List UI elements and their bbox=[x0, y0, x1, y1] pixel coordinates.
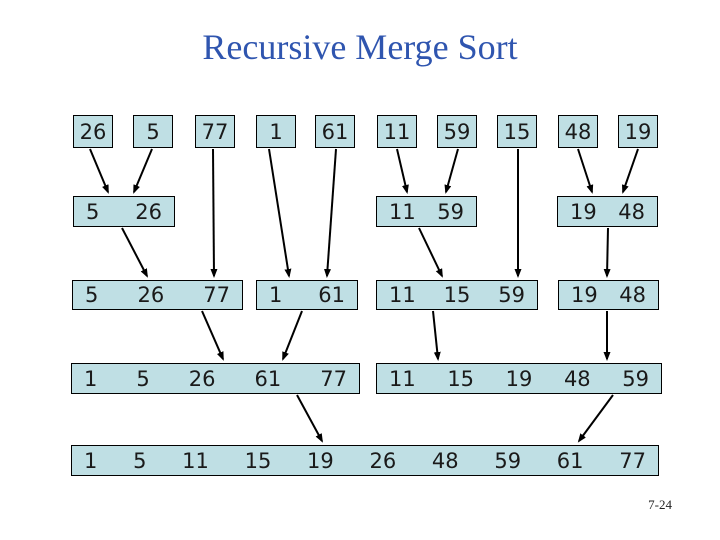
box-value: 26 bbox=[369, 448, 397, 473]
merge-arrow bbox=[622, 148, 639, 194]
merge-arrow bbox=[296, 394, 323, 443]
value-box: 1 bbox=[256, 115, 296, 148]
merge-arrow bbox=[268, 148, 292, 278]
box-value: 26 bbox=[135, 199, 162, 224]
merged-box: 11 59 bbox=[376, 196, 477, 227]
box-value: 59 bbox=[443, 119, 471, 144]
box-value: 1 bbox=[84, 448, 98, 473]
box-value: 15 bbox=[503, 119, 531, 144]
box-value: 48 bbox=[431, 448, 459, 473]
box-value: 1 bbox=[269, 283, 283, 307]
box-value: 26 bbox=[79, 119, 107, 144]
box-value: 48 bbox=[563, 366, 591, 391]
value-box: 59 bbox=[437, 115, 477, 148]
box-value: 15 bbox=[443, 283, 471, 307]
box-value: 59 bbox=[494, 448, 522, 473]
merge-arrow bbox=[89, 148, 109, 194]
merged-box: 5 26 77 bbox=[72, 280, 243, 310]
merged-box: 11 15 59 bbox=[376, 280, 538, 310]
box-value: 11 bbox=[389, 199, 416, 224]
value-box: 48 bbox=[558, 115, 598, 148]
box-value: 59 bbox=[437, 199, 464, 224]
box-value: 19 bbox=[571, 283, 598, 307]
value-box: 77 bbox=[195, 115, 235, 148]
merge-arrow bbox=[603, 227, 611, 278]
box-value: 11 bbox=[389, 366, 416, 391]
merge-arrow bbox=[418, 227, 443, 278]
page-number: 7-24 bbox=[648, 497, 672, 512]
box-value: 61 bbox=[254, 366, 282, 391]
merge-arrow bbox=[201, 310, 224, 361]
box-value: 26 bbox=[188, 366, 216, 391]
value-box: 19 bbox=[618, 115, 658, 148]
box-value: 19 bbox=[624, 119, 652, 144]
box-value: 11 bbox=[389, 283, 416, 307]
box-value: 5 bbox=[146, 119, 160, 144]
box-value: 61 bbox=[318, 283, 345, 307]
merge-arrow bbox=[282, 310, 303, 361]
slide-title: Recursive Merge Sort bbox=[202, 27, 518, 67]
box-value: 26 bbox=[137, 283, 165, 307]
merged-box: 1 5 26 61 77 bbox=[71, 363, 360, 394]
merge-arrow bbox=[324, 148, 337, 278]
merge-arrow bbox=[396, 148, 409, 194]
box-value: 15 bbox=[447, 366, 475, 391]
box-value: 77 bbox=[619, 448, 646, 473]
value-box: 15 bbox=[497, 115, 537, 148]
box-value: 59 bbox=[622, 366, 649, 391]
box-value: 11 bbox=[383, 119, 411, 144]
box-value: 1 bbox=[269, 119, 283, 144]
box-value: 19 bbox=[307, 448, 334, 473]
box-value: 48 bbox=[564, 119, 592, 144]
value-box: 11 bbox=[377, 115, 417, 148]
merged-box: 1 61 bbox=[256, 280, 358, 310]
box-value: 15 bbox=[244, 448, 272, 473]
box-value: 61 bbox=[556, 448, 584, 473]
merged-box: 5 26 bbox=[73, 196, 175, 227]
merge-arrow bbox=[444, 148, 459, 194]
value-box: 61 bbox=[315, 115, 355, 148]
box-value: 59 bbox=[498, 283, 525, 307]
merge-arrow bbox=[210, 148, 218, 278]
box-value: 77 bbox=[320, 366, 347, 391]
box-value: 5 bbox=[85, 283, 99, 307]
box-value: 1 bbox=[84, 366, 98, 391]
value-box: 26 bbox=[73, 115, 113, 148]
box-value: 77 bbox=[201, 119, 229, 144]
box-value: 5 bbox=[133, 448, 147, 473]
box-value: 48 bbox=[619, 283, 646, 307]
box-value: 19 bbox=[570, 199, 597, 224]
box-value: 77 bbox=[203, 283, 230, 307]
merge-arrow bbox=[577, 394, 614, 443]
box-value: 5 bbox=[86, 199, 100, 224]
merge-arrow bbox=[432, 310, 441, 361]
merge-arrow bbox=[577, 148, 594, 194]
merged-box: 11 15 19 48 59 bbox=[376, 363, 662, 394]
merge-arrow bbox=[121, 227, 148, 278]
box-value: 61 bbox=[321, 119, 349, 144]
merge-arrow bbox=[133, 148, 153, 194]
box-value: 11 bbox=[182, 448, 209, 473]
value-box: 5 bbox=[133, 115, 173, 148]
box-value: 5 bbox=[136, 366, 150, 391]
box-value: 19 bbox=[505, 366, 533, 391]
box-value: 48 bbox=[618, 199, 645, 224]
